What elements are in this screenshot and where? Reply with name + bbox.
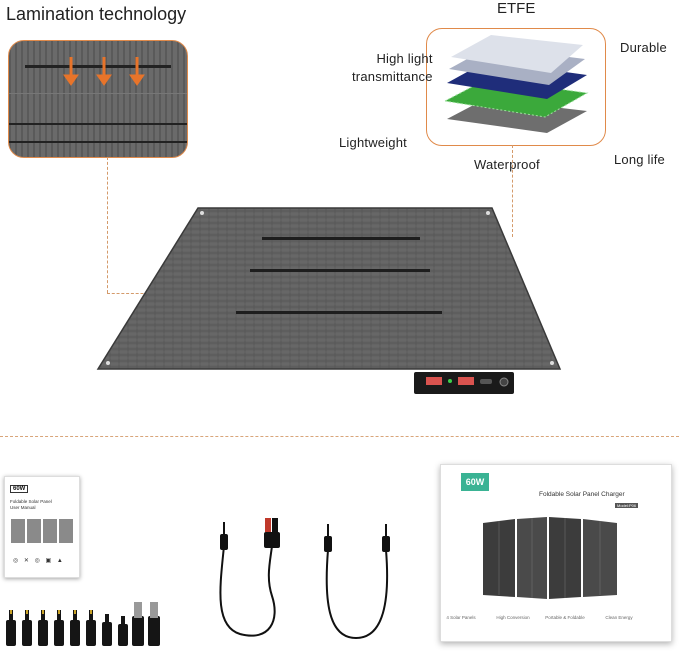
charging-cable-1 — [219, 518, 280, 637]
label-long-life: Long life — [614, 152, 665, 167]
box-model: Model:P06 — [615, 503, 639, 508]
user-manual: 60W Foldable Solar Panel User Manual ◎ ✕… — [4, 476, 80, 578]
box-feature-3: Portable & Foldable — [545, 615, 585, 620]
dc-tip-adapters — [6, 602, 160, 646]
charging-cable-2 — [324, 524, 390, 640]
manual-panel-illustration — [11, 519, 73, 543]
leader-line — [107, 293, 153, 294]
label-lightweight: Lightweight — [339, 135, 407, 150]
section-divider — [0, 436, 679, 437]
box-feature-2: High Conversion — [496, 615, 530, 620]
etfe-layers-image — [426, 28, 606, 146]
label-durable: Durable — [620, 40, 667, 55]
manual-cert-icons: ◎ ✕ ◎ ▣ ▲ — [13, 558, 65, 564]
etfe-title: ETFE — [497, 0, 536, 17]
down-arrow-icons — [63, 57, 145, 86]
solar-panel-image — [96, 207, 562, 394]
etfe-layer-stack — [443, 35, 589, 133]
label-high-light: High light transmittance — [352, 50, 433, 86]
box-feature-4: Clean Energy — [605, 615, 633, 620]
box-product-name: Foldable Solar Panel Charger — [539, 491, 625, 498]
leader-line — [107, 157, 108, 293]
box-badge: 60W — [461, 473, 489, 491]
leader-line — [512, 145, 513, 237]
lamination-zoom-image — [8, 40, 188, 158]
manual-line1: Foldable Solar Panel — [10, 499, 52, 504]
product-box: 60W Foldable Solar Panel Charger Model:P… — [440, 464, 672, 642]
manual-line2: User Manual — [10, 505, 36, 510]
label-waterproof: Waterproof — [474, 157, 540, 172]
box-panel-illustration — [483, 517, 617, 599]
box-feature-1: 4 Solar Panels — [446, 615, 476, 620]
lamination-title: Lamination technology — [6, 4, 187, 24]
manual-badge: 60W — [10, 485, 29, 493]
high-light-text: High light transmittance — [352, 51, 433, 84]
